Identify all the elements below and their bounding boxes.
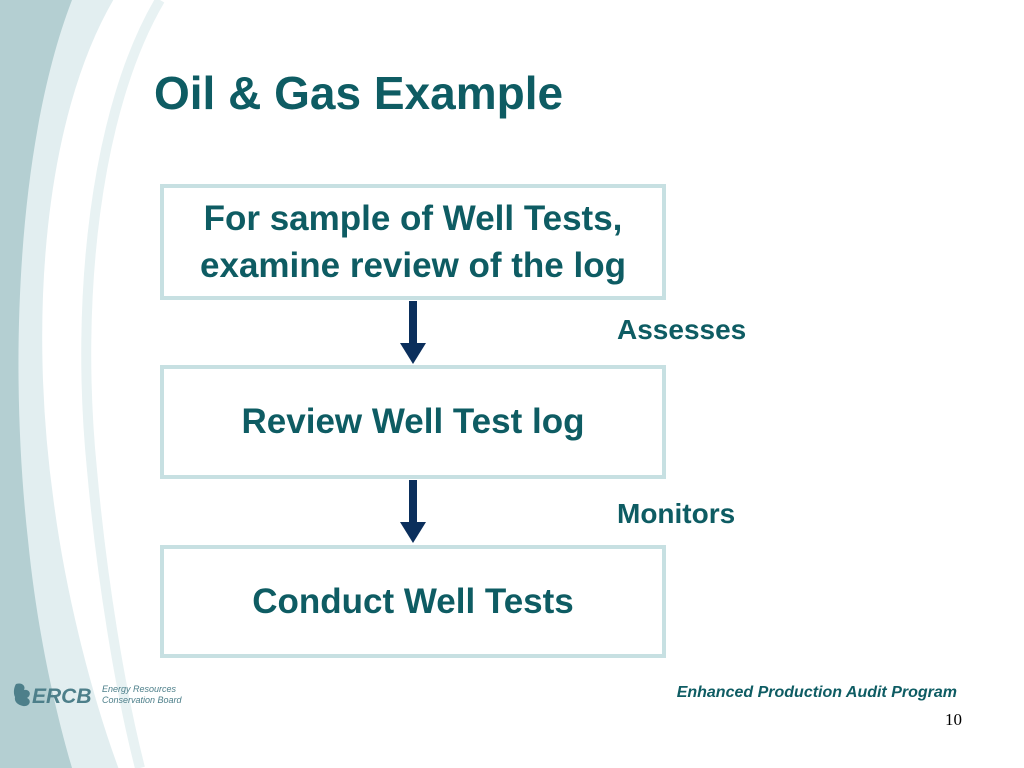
down-arrow-icon	[400, 301, 426, 364]
logo-line-1: Energy Resources	[102, 684, 177, 694]
flow-box-line: For sample of Well Tests,	[203, 199, 623, 238]
flow-box-conduct-tests: Conduct Well Tests	[160, 545, 666, 658]
flow-box-line: examine review of the log	[200, 246, 626, 285]
slide-title: Oil & Gas Example	[154, 67, 564, 119]
flow-box-text: Conduct Well Tests	[252, 581, 574, 621]
page-number: 10	[945, 710, 962, 729]
arrow-label-monitors: Monitors	[617, 498, 736, 529]
ercb-logo: ERCB Energy Resources Conservation Board	[13, 683, 182, 708]
down-arrow-icon	[400, 480, 426, 543]
logo-mark: ERCB	[32, 685, 92, 708]
flow-box-sample-well-tests: For sample of Well Tests, examine review…	[160, 184, 666, 300]
flow-box-review-log: Review Well Test log	[160, 365, 666, 479]
footer-program-name: Enhanced Production Audit Program	[676, 684, 957, 701]
logo-line-2: Conservation Board	[102, 695, 182, 705]
arrow-label-assesses: Assesses	[617, 314, 747, 345]
flow-box-text: Review Well Test log	[241, 402, 585, 441]
